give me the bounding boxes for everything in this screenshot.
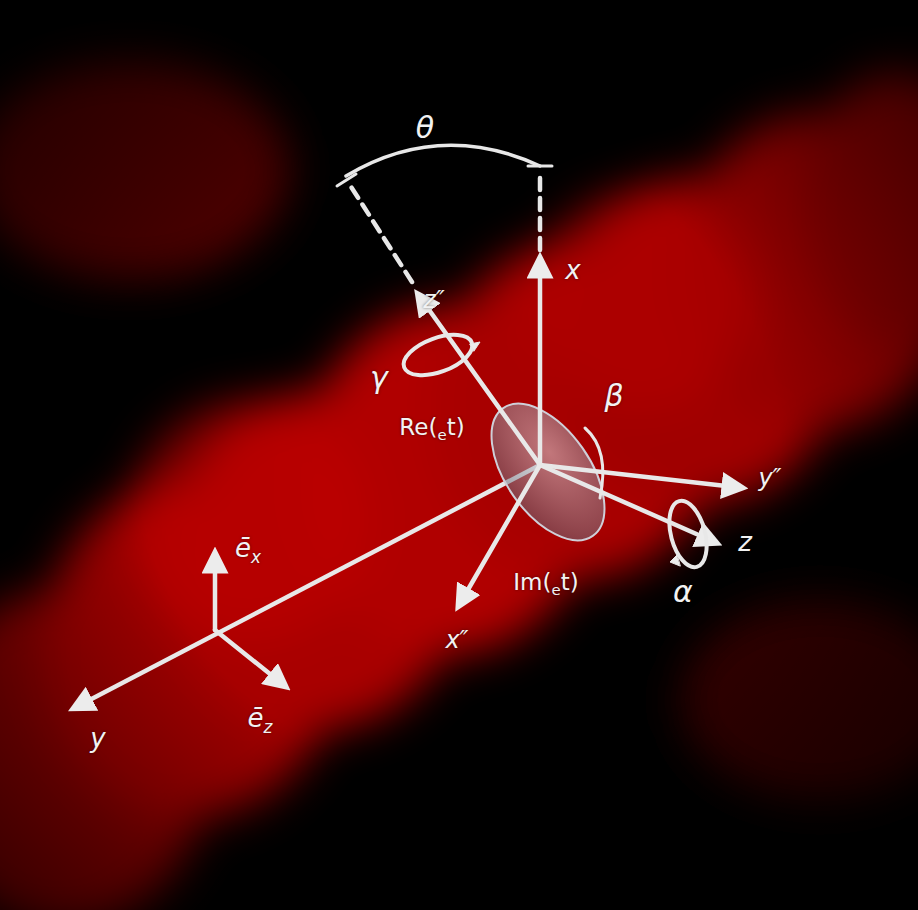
axis-label: Im(et): [513, 571, 578, 594]
axis-label: x″: [445, 628, 468, 652]
axis-label: β: [604, 381, 623, 411]
axis-label: z″: [423, 288, 445, 312]
axis-label: α: [673, 577, 693, 607]
axis-label: θ: [416, 113, 434, 143]
axis-label: z: [738, 529, 752, 555]
axis-label: Re(et): [399, 416, 464, 439]
axis-label: x: [565, 257, 580, 283]
axis-label: ēx: [235, 535, 261, 561]
axes: [80, 145, 735, 705]
axis-label: y″: [758, 466, 781, 490]
axis-label: ēz: [248, 705, 273, 731]
axis-label: γ: [370, 363, 388, 393]
axis-label: y: [90, 725, 105, 751]
